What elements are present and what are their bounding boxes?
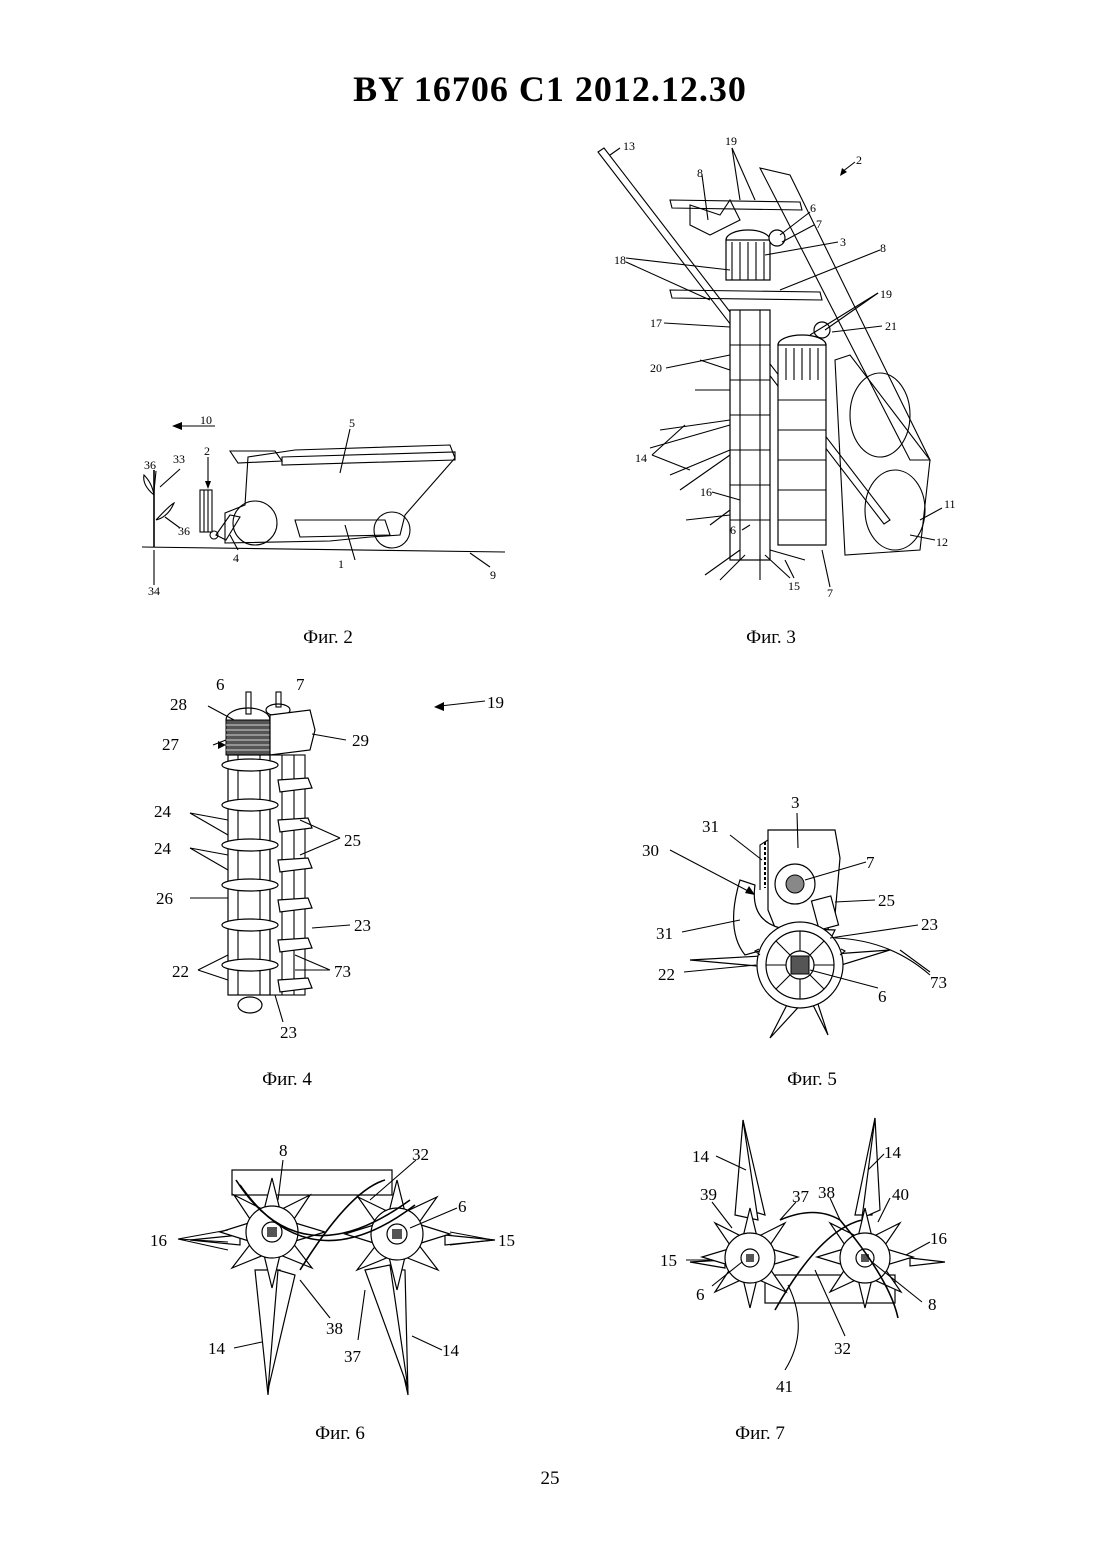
fig3-label: 6 — [810, 201, 816, 215]
fig4-label: 23 — [280, 1023, 297, 1042]
fig4-label: 73 — [334, 962, 351, 981]
fig3-label: 6 — [730, 523, 736, 537]
figure-6: 8 32 6 16 15 38 37 14 14 — [150, 1140, 530, 1400]
fig2-label: 2 — [204, 444, 210, 458]
fig7-label: 14 — [692, 1147, 710, 1166]
fig7-label: 16 — [930, 1229, 947, 1248]
figure-3-caption: Фиг. 3 — [671, 627, 871, 649]
fig3-label: 7 — [827, 586, 833, 600]
fig2-label: 10 — [200, 413, 212, 427]
fig3-label: 13 — [623, 139, 635, 153]
fig5-label: 22 — [658, 965, 675, 984]
fig7-label: 38 — [818, 1183, 835, 1202]
fig5-label: 6 — [878, 987, 887, 1006]
fig2-label: 9 — [490, 568, 496, 582]
fig4-label: 24 — [154, 839, 172, 858]
figure-7-caption: Фиг. 7 — [660, 1423, 860, 1445]
fig4-label: 6 — [216, 675, 225, 694]
document-header: BY 16706 C1 2012.12.30 — [0, 68, 1100, 110]
fig6-label: 14 — [442, 1341, 460, 1360]
figure-5-caption: Фиг. 5 — [712, 1069, 912, 1091]
fig6-label: 6 — [458, 1197, 467, 1216]
fig7-label: 14 — [884, 1143, 902, 1162]
fig5-label: 31 — [656, 924, 673, 943]
fig5-label: 73 — [930, 973, 947, 992]
fig7-label: 39 — [700, 1185, 717, 1204]
fig4-label: 19 — [487, 693, 504, 712]
fig6-label: 32 — [412, 1145, 429, 1164]
figure-5-drawing: 3 31 30 7 25 31 23 22 73 6 — [630, 780, 970, 1050]
fig7-label: 8 — [928, 1295, 937, 1314]
fig3-label: 14 — [635, 451, 647, 465]
fig3-label: 8 — [697, 166, 703, 180]
fig6-label: 38 — [326, 1319, 343, 1338]
fig4-label: 24 — [154, 802, 172, 821]
figure-2: 10 36 33 2 5 36 4 1 34 9 — [130, 405, 520, 605]
fig4-label: 7 — [296, 675, 305, 694]
figure-5: 3 31 30 7 25 31 23 22 73 6 — [630, 780, 970, 1050]
figure-7: 14 14 39 37 38 40 15 16 6 8 32 41 — [640, 1110, 970, 1400]
fig3-label: 17 — [650, 316, 662, 330]
fig4-label: 28 — [170, 695, 187, 714]
fig4-label: 25 — [344, 831, 361, 850]
fig5-label: 23 — [921, 915, 938, 934]
fig2-label: 33 — [173, 452, 185, 466]
fig2-label: 1 — [338, 557, 344, 571]
fig3-label: 19 — [880, 287, 892, 301]
fig3-label: 19 — [725, 134, 737, 148]
figure-3: 13 19 2 8 6 7 3 8 18 19 17 21 20 14 16 6… — [590, 130, 980, 600]
figure-4: 6 7 19 28 27 29 24 25 24 26 23 22 73 23 — [150, 670, 530, 1050]
fig2-label: 36 — [178, 524, 190, 538]
fig5-label: 30 — [642, 841, 659, 860]
figure-4-caption: Фиг. 4 — [187, 1069, 387, 1091]
fig4-label: 26 — [156, 889, 173, 908]
fig7-label: 37 — [792, 1187, 810, 1206]
fig5-label: 31 — [702, 817, 719, 836]
fig5-label: 3 — [791, 793, 800, 812]
fig6-label: 15 — [498, 1231, 515, 1250]
figure-3-drawing: 13 19 2 8 6 7 3 8 18 19 17 21 20 14 16 6… — [590, 130, 980, 600]
figure-2-caption: Фиг. 2 — [228, 627, 428, 649]
fig4-label: 27 — [162, 735, 180, 754]
fig6-label: 37 — [344, 1347, 362, 1366]
fig5-label: 25 — [878, 891, 895, 910]
figure-2-drawing: 10 36 33 2 5 36 4 1 34 9 — [130, 405, 520, 605]
fig3-label: 21 — [885, 319, 897, 333]
fig3-label: 18 — [614, 253, 626, 267]
fig7-label: 32 — [834, 1339, 851, 1358]
fig3-label: 8 — [880, 241, 886, 255]
figure-6-drawing: 8 32 6 16 15 38 37 14 14 — [150, 1140, 530, 1400]
figure-4-drawing: 6 7 19 28 27 29 24 25 24 26 23 22 73 23 — [150, 670, 530, 1050]
fig7-label: 41 — [776, 1377, 793, 1396]
figure-7-drawing: 14 14 39 37 38 40 15 16 6 8 32 41 — [640, 1110, 970, 1400]
fig3-label: 12 — [936, 535, 948, 549]
fig4-label: 22 — [172, 962, 189, 981]
fig7-label: 40 — [892, 1185, 909, 1204]
fig6-label: 16 — [150, 1231, 167, 1250]
fig7-label: 15 — [660, 1251, 677, 1270]
fig3-label: 20 — [650, 361, 662, 375]
fig2-label: 5 — [349, 416, 355, 430]
fig5-label: 7 — [866, 853, 875, 872]
fig6-label: 14 — [208, 1339, 226, 1358]
page-number: 25 — [0, 1468, 1100, 1490]
fig4-label: 29 — [352, 731, 369, 750]
fig4-label: 23 — [354, 916, 371, 935]
fig2-label: 34 — [148, 584, 160, 598]
fig3-label: 7 — [816, 217, 822, 231]
fig3-label: 11 — [944, 497, 956, 511]
fig3-label: 16 — [700, 485, 712, 499]
fig3-label: 3 — [840, 235, 846, 249]
figure-6-caption: Фиг. 6 — [240, 1423, 440, 1445]
fig3-label: 2 — [856, 153, 862, 167]
fig3-label: 15 — [788, 579, 800, 593]
fig2-label: 36 — [144, 458, 156, 472]
fig6-label: 8 — [279, 1141, 288, 1160]
fig2-label: 4 — [233, 551, 239, 565]
fig7-label: 6 — [696, 1285, 705, 1304]
